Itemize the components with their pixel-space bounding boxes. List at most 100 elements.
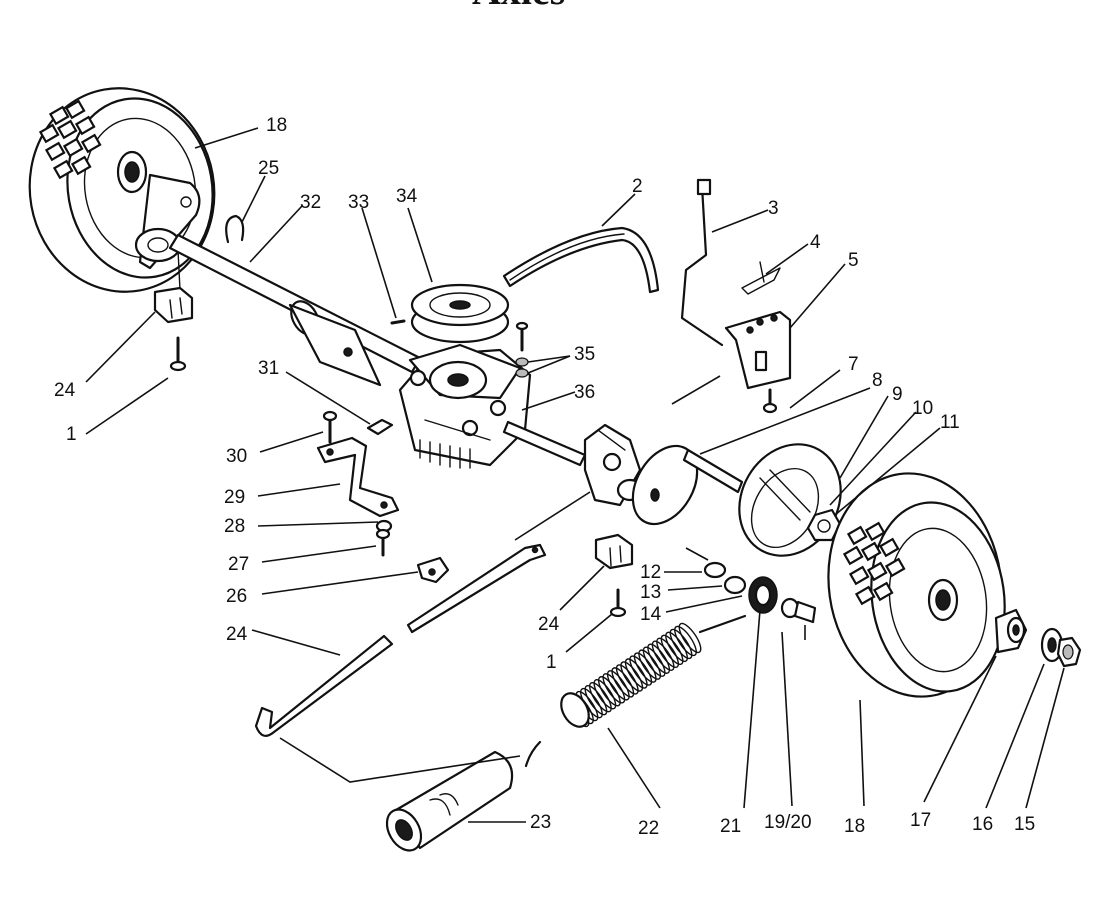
callout-1-center: 1 (546, 652, 557, 673)
callout-1-left: 1 (66, 424, 77, 445)
callout-2: 2 (632, 176, 643, 197)
callout-7: 7 (848, 354, 859, 375)
pinion-gear (748, 576, 778, 614)
spring-coil (660, 634, 684, 666)
bracket-screw (762, 388, 778, 414)
callout-labels: 18 25 32 33 34 2 3 4 5 7 8 9 10 11 35 36… (54, 115, 1035, 839)
callout-18-left: 18 (266, 115, 287, 136)
washer-12 (703, 561, 727, 579)
support-bracket (316, 436, 400, 518)
axle-clip (225, 214, 245, 244)
transmission-housing (398, 343, 532, 469)
callout-9: 9 (892, 384, 903, 405)
spring-coil (647, 643, 671, 674)
spring-coil (602, 673, 626, 704)
cable-spring-clip (741, 261, 781, 295)
callout-36: 35 (574, 344, 595, 365)
callout-15: 15 (1014, 814, 1035, 835)
callout-37: 36 (574, 382, 595, 403)
spring-coil (624, 658, 648, 689)
callout-18-right: 18 (844, 816, 865, 837)
cable-bracket (724, 310, 792, 390)
hub-nut (806, 508, 842, 542)
callout-17: 17 (910, 810, 931, 831)
shift-rod (406, 543, 547, 634)
callout-28: 27 (228, 554, 249, 575)
callout-11: 11 (940, 412, 960, 433)
left-wheel-tread (38, 99, 102, 180)
callout-26: 24 (226, 624, 248, 645)
spring-coil (674, 625, 697, 657)
drive-disc (631, 444, 744, 526)
spring-coil (629, 655, 653, 686)
spring-coil (669, 628, 693, 660)
callout-25: 25 (258, 158, 279, 179)
pulley-key (390, 319, 406, 325)
callout-3: 3 (768, 198, 779, 219)
spring-coil (665, 631, 688, 663)
right-wheel (827, 472, 1006, 698)
spring-coil (678, 622, 702, 654)
callout-14: 14 (640, 604, 662, 625)
callout-13: 13 (640, 582, 661, 603)
support-bracket-small (366, 418, 394, 436)
diagram-title: Axles (472, 0, 565, 13)
gear-bolt (780, 597, 817, 624)
left-wheel (28, 87, 216, 293)
callout-34: 33 (348, 192, 369, 213)
handle-rod (254, 634, 394, 737)
handle-grip (385, 750, 514, 852)
spring-coil (633, 652, 657, 683)
left-bearing-block (153, 286, 194, 324)
washer-13 (723, 575, 747, 595)
spring-coil (584, 684, 608, 716)
rod-clip (416, 556, 450, 584)
drive-belt (502, 226, 660, 294)
spring-coil (615, 664, 639, 695)
callout-24-left: 24 (54, 380, 76, 401)
spring-coil (638, 649, 662, 680)
callout-35: 34 (396, 186, 418, 207)
callout-8: 8 (872, 370, 883, 391)
callout-12: 12 (640, 562, 661, 583)
spring-coil (642, 646, 666, 677)
callout-23: 23 (530, 812, 551, 833)
callout-19-20: 19/20 (764, 812, 812, 833)
spring-coil (651, 640, 675, 671)
callout-5: 5 (848, 250, 859, 271)
control-cable (680, 178, 724, 347)
spring-coil (597, 676, 621, 707)
callout-21: 21 (720, 816, 741, 837)
spring-coil (593, 679, 617, 710)
callout-22: 22 (638, 818, 659, 839)
wheel-spacer (994, 608, 1028, 654)
spring-coil (588, 682, 612, 713)
spring-coil (611, 667, 635, 698)
transmission-cooling-fins (419, 439, 471, 469)
callout-30: 29 (224, 487, 245, 508)
wheel-nut (1056, 636, 1082, 668)
right-bearing-block (594, 533, 634, 570)
bracket-top-screw (322, 410, 338, 444)
right-bearing-screw (609, 588, 627, 618)
drive-pulley (410, 283, 510, 344)
pulley-bolt (515, 321, 529, 378)
callout-27: 26 (226, 586, 247, 607)
axle-shaft (168, 233, 422, 387)
callout-31: 30 (226, 446, 247, 467)
right-wheel-tread (842, 521, 906, 606)
leader-lines (85, 127, 1065, 823)
tension-spring (524, 614, 747, 768)
left-axle-bracket (134, 173, 201, 291)
callout-10: 10 (912, 398, 933, 419)
callout-33: 32 (300, 192, 321, 213)
spring-coil (620, 661, 644, 692)
callout-16: 16 (972, 814, 993, 835)
callout-4: 4 (810, 232, 821, 253)
callout-24-center: 24 (538, 614, 560, 635)
spring-coil (606, 670, 630, 701)
callout-29: 28 (224, 516, 245, 537)
left-bearing-screw (169, 336, 187, 372)
